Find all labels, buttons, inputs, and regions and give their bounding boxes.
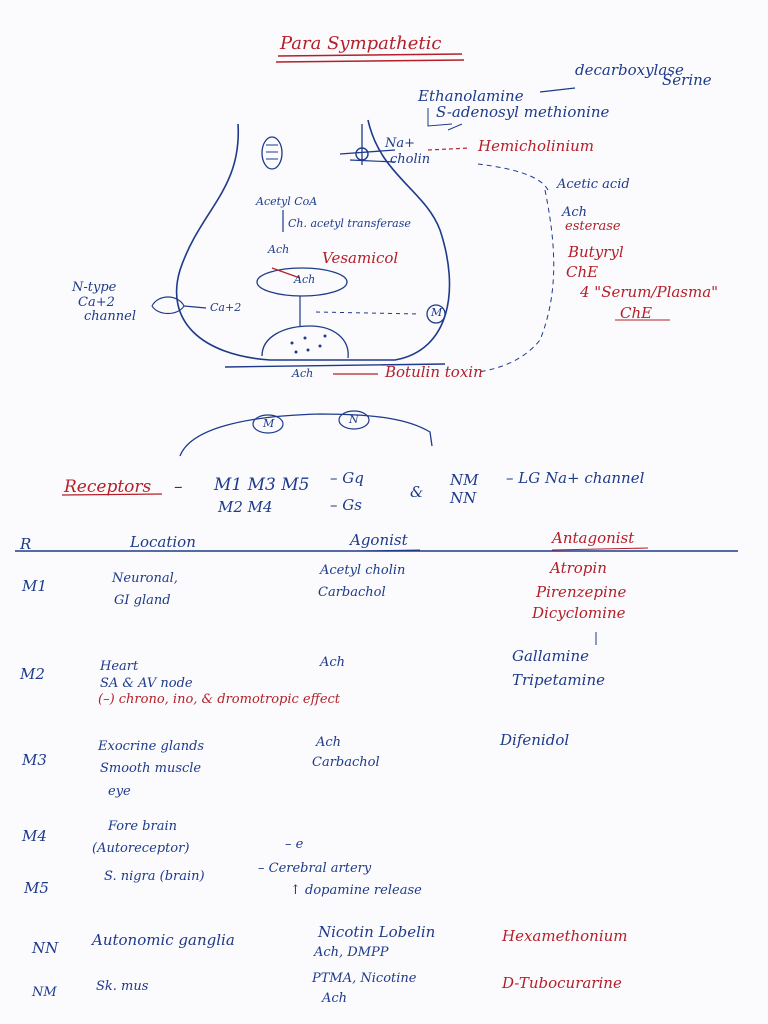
row-m3-antagonist-1: Difenidol: [500, 731, 570, 749]
row-m3-receptor: M3: [22, 751, 47, 769]
botulinum-label: Botulin toxin: [385, 363, 483, 381]
ntype-label: N-type: [72, 280, 117, 295]
col-header-agonist: Agonist: [350, 531, 408, 549]
row-m5-receptor: M5: [24, 879, 49, 897]
row-nm-agonist-1: PTMA, Nicotine: [312, 971, 417, 986]
row-nn-receptor: NN: [32, 939, 59, 957]
presynaptic-m-label: M: [431, 306, 443, 319]
row-nm-agonist-2: Ach: [322, 991, 348, 1006]
row-m4-agonist-1: – e: [285, 837, 304, 852]
esterase-label: esterase: [565, 219, 621, 234]
col-header-r: R: [20, 535, 32, 553]
col-header-antagonist: Antagonist: [552, 529, 635, 547]
vesamicol-label: Vesamicol: [322, 249, 399, 267]
col-header-location: Location: [130, 533, 196, 551]
lgna-label: – LG Na+ channel: [506, 469, 645, 487]
row-m1-agonist-2: Carbachol: [318, 585, 386, 600]
row-m2-location-1: Heart: [100, 659, 139, 674]
row-m4-location-2: (Autoreceptor): [92, 841, 190, 856]
row-m3-location-1: Exocrine glands: [98, 739, 205, 754]
row-m1-location-1: Neuronal,: [112, 571, 178, 586]
row-nn-agonist-2: Ach, DMPP: [314, 945, 389, 960]
che2-label: ChE: [620, 304, 653, 322]
ach-esterase-label: Ach: [562, 205, 588, 220]
row-m1-antagonist-3: Dicyclomine: [532, 604, 626, 622]
vesicle-ach-label: Ach: [294, 273, 316, 286]
row-m1-antagonist-1: Atropin: [550, 559, 607, 577]
row-m2-antagonist-1: Gallamine: [512, 647, 590, 665]
row-nm-location-1: Sk. mus: [96, 979, 149, 994]
row-nm-receptor: NM: [32, 985, 57, 1000]
row-m2-location-2: SA & AV node: [100, 676, 193, 691]
row-m3-agonist-1: Ach: [316, 735, 342, 750]
row-m3-location-2: Smooth muscle: [100, 761, 202, 776]
butyryl-label: Butyryl: [568, 243, 624, 261]
acetic-acid-label: Acetic acid: [557, 177, 630, 192]
row-m4-location-1: Fore brain: [108, 819, 177, 834]
gq-label: – Gq: [330, 469, 364, 487]
row-nn-location-1: Autonomic ganglia: [92, 931, 235, 949]
choline-label: cholin: [390, 152, 431, 167]
row-m1-antagonist-2: Pirenzepine: [536, 583, 627, 601]
m-odd-receptors: M1 M3 M5: [214, 475, 310, 495]
and-label: &: [410, 483, 424, 501]
row-m4-receptor: M4: [22, 827, 47, 845]
row-m2-location-3: (–) chrono, ino, & dromotropic effect: [98, 692, 341, 707]
receptors-heading: Receptors: [64, 477, 152, 497]
nn-label: NN: [450, 489, 477, 507]
receptors-dash: –: [174, 477, 183, 497]
ca-channel-label: Ca+2: [78, 295, 115, 310]
transferase-label: Ch. acetyl transferase: [288, 217, 411, 230]
postsynaptic-n-label: N: [349, 413, 359, 426]
released-ach-label: Ach: [292, 367, 314, 380]
row-m5-location-1: S. nigra (brain): [104, 869, 205, 884]
row-m2-receptor: M2: [20, 665, 45, 683]
row-m3-location-3: eye: [108, 784, 131, 799]
row-m1-receptor: M1: [22, 577, 47, 595]
gs-label: – Gs: [330, 496, 362, 514]
row-m1-location-2: GI gland: [114, 593, 171, 608]
che-label: ChE: [566, 263, 599, 281]
row-m1-agonist-1: Acetyl cholin: [320, 563, 406, 578]
hemicholinium-label: Hemicholinium: [478, 137, 595, 155]
ach-label: Ach: [268, 243, 290, 256]
na-label: Na+: [385, 136, 416, 151]
postsynaptic-m-label: M: [263, 417, 275, 430]
row-m2-agonist-1: Ach: [320, 655, 346, 670]
ca2-label: Ca+2: [210, 301, 242, 314]
row-nm-antagonist-1: D-Tubocurarine: [502, 974, 622, 992]
row-m5-agonist-2: ↑ dopamine release: [290, 883, 422, 898]
sam-label: S-adenosyl methionine: [436, 103, 610, 121]
row-m3-agonist-2: Carbachol: [312, 755, 380, 770]
ethanolamine-label: Ethanolamine: [418, 87, 524, 105]
row-nn-agonist-1: Nicotin Lobelin: [318, 923, 436, 941]
decarboxylase-label: decarboxylase: [575, 61, 684, 79]
acetylcoa-label: Acetyl CoA: [256, 195, 318, 208]
channel-label: channel: [84, 309, 136, 324]
row-nn-antagonist-1: Hexamethonium: [502, 927, 628, 945]
page-title: Para Sympathetic: [280, 33, 442, 54]
row-m5-agonist-1: – Cerebral artery: [258, 861, 372, 876]
row-m2-antagonist-2: Tripetamine: [512, 671, 605, 689]
m-even-receptors: M2 M4: [218, 498, 273, 516]
serine-label: Serine: [662, 71, 712, 89]
serum-label: 4 "Serum/Plasma": [580, 283, 719, 301]
nm-label: NM: [450, 471, 479, 489]
